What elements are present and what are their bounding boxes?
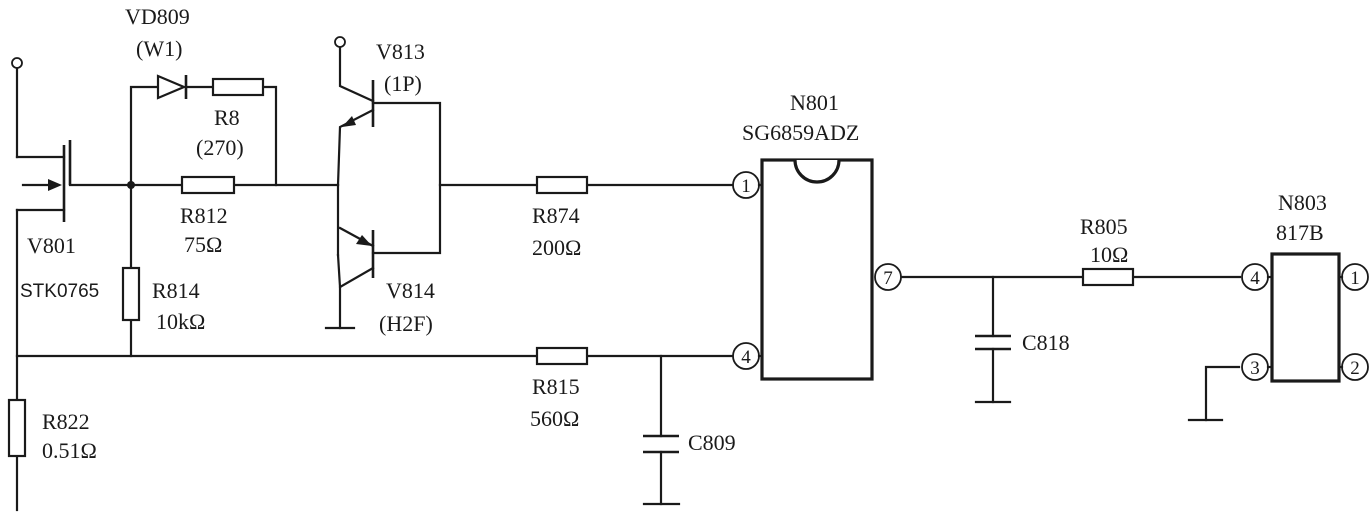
resistor-r805 xyxy=(1081,267,1135,287)
label-n803-part: 817B xyxy=(1276,220,1324,245)
diode-vd809 xyxy=(156,74,188,100)
label-r874: R874 xyxy=(532,203,580,228)
label-r815-value: 560Ω xyxy=(530,406,579,431)
pin-label: 3 xyxy=(1250,358,1260,379)
label-r805: R805 xyxy=(1080,214,1128,239)
label-v813-code: (1P) xyxy=(384,71,422,96)
label-r815: R815 xyxy=(532,374,580,399)
resistor-r815 xyxy=(535,346,589,366)
label-r874-value: 200Ω xyxy=(532,235,581,260)
supply-terminal-icon xyxy=(334,36,346,48)
ic-notch-icon xyxy=(793,159,841,184)
pin-label: 1 xyxy=(741,176,751,197)
resistor-r812 xyxy=(180,175,236,195)
label-v813: V813 xyxy=(376,39,425,64)
transistor-v813 xyxy=(334,36,375,187)
label-c809: C809 xyxy=(688,430,736,455)
opto-n803: 4 3 1 2 xyxy=(1241,252,1369,383)
label-r812-value: 75Ω xyxy=(184,232,222,257)
label-r8: R8 xyxy=(214,105,240,130)
diode-icon xyxy=(156,74,187,100)
n801-pin-7 xyxy=(874,263,902,291)
label-r822: R822 xyxy=(42,409,90,434)
resistor-r814 xyxy=(121,266,141,322)
capacitor-c818 xyxy=(975,334,1011,351)
label-r814-value: 10kΩ xyxy=(156,309,205,334)
pin-label: 1 xyxy=(1350,268,1360,289)
label-r814: R814 xyxy=(152,278,200,303)
capacitor-c809 xyxy=(643,434,679,454)
mosfet-arrow-icon xyxy=(48,179,62,191)
emitter-arrow-icon xyxy=(342,116,356,127)
junction-dot xyxy=(127,181,135,189)
label-v801-part: STK0765 xyxy=(20,281,99,302)
label-n801: N801 xyxy=(790,90,839,115)
transistor-v814 xyxy=(336,183,375,278)
component-labels: VD809 (W1) R8 (270) V813 (1P) R812 75Ω V… xyxy=(20,4,1327,463)
mosfet-v801 xyxy=(11,57,72,222)
label-n801-part: SG6859ADZ xyxy=(742,120,859,145)
label-v801: V801 xyxy=(27,233,76,258)
emitter-arrow-icon xyxy=(356,235,372,246)
label-r8-value: (270) xyxy=(196,135,244,160)
pin-label: 7 xyxy=(883,268,893,289)
resistor-r822 xyxy=(7,398,27,458)
label-vd809: VD809 xyxy=(125,4,190,29)
label-r812: R812 xyxy=(180,203,228,228)
pin-label: 4 xyxy=(1250,268,1260,289)
ic-n801: 1 4 7 xyxy=(732,158,902,381)
pin-label: 2 xyxy=(1350,358,1360,379)
resistor-r874 xyxy=(535,175,589,195)
label-vd809-code: (W1) xyxy=(136,36,182,61)
supply-terminal-icon xyxy=(11,57,23,69)
label-v814-code: (H2F) xyxy=(379,311,433,336)
label-v814: V814 xyxy=(386,278,435,303)
label-n803: N803 xyxy=(1278,190,1327,215)
label-r822-value: 0.51Ω xyxy=(42,438,97,463)
wires xyxy=(15,40,1242,512)
label-r805-value: 10Ω xyxy=(1090,242,1128,267)
resistor-r8 xyxy=(211,77,265,97)
pin-label: 4 xyxy=(741,347,751,368)
label-c818: C818 xyxy=(1022,330,1070,355)
